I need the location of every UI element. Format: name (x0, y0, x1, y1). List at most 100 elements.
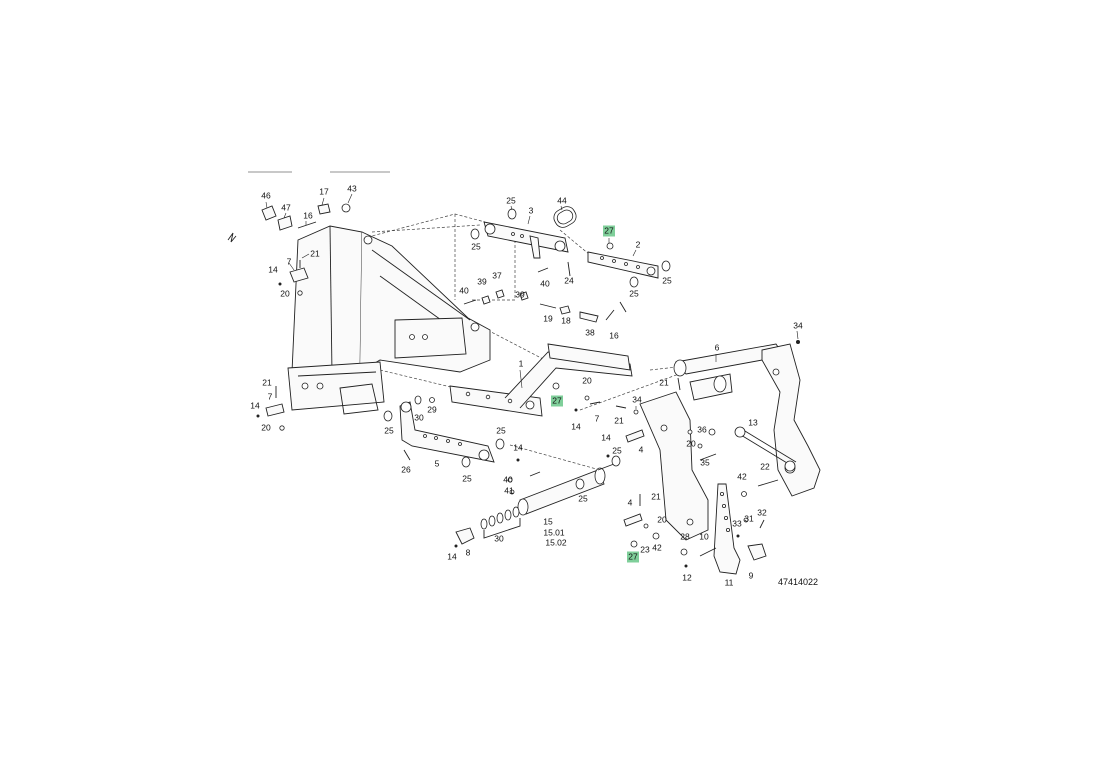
bracket-9 (747, 543, 767, 561)
callout-20: 20 (280, 288, 290, 298)
callout-43: 43 (347, 183, 357, 193)
callout-25: 25 (462, 473, 472, 483)
callout-4: 4 (628, 497, 633, 507)
callout-11: 11 (725, 577, 734, 587)
callout-25: 25 (612, 445, 622, 455)
callout-34: 34 (632, 394, 642, 404)
document-number: 47414022 (778, 577, 819, 587)
callout-25: 25 (578, 493, 588, 503)
callout-14: 14 (268, 264, 278, 274)
callout-28: 28 (680, 531, 690, 541)
view-marker-icon (227, 232, 237, 243)
callout-46: 46 (261, 190, 271, 200)
callout-21: 21 (659, 377, 669, 387)
callout-39: 39 (515, 289, 525, 299)
callout-21: 21 (614, 415, 624, 425)
callout-14: 14 (250, 400, 260, 410)
callout-44: 44 (557, 195, 567, 205)
leader-lines (265, 193, 799, 409)
callout-25: 25 (496, 425, 506, 435)
callout-16: 16 (303, 210, 313, 220)
callout-31: 31 (744, 513, 754, 523)
callout-2: 2 (636, 239, 641, 249)
mast-frame (287, 225, 491, 415)
carriage-frame-6 (639, 343, 821, 541)
callout-39: 39 (477, 276, 487, 286)
callout-21: 21 (651, 491, 661, 501)
callout-25: 25 (662, 275, 672, 285)
callout-42: 42 (737, 471, 747, 481)
callout-3: 3 (529, 205, 534, 215)
callout-8: 8 (466, 547, 471, 557)
callout-20: 20 (261, 422, 271, 432)
callout-36: 36 (697, 424, 707, 434)
strap-5 (399, 401, 495, 463)
callout-30: 30 (494, 533, 504, 543)
link-arm-3 (483, 221, 569, 259)
callout-21: 21 (310, 248, 320, 258)
callout-19: 19 (543, 313, 553, 323)
callout-40: 40 (540, 278, 550, 288)
callout-17: 17 (319, 186, 329, 196)
callout-23: 23 (640, 544, 650, 554)
callout-40: 40 (459, 285, 469, 295)
strap-2 (587, 251, 659, 279)
callout-7: 7 (595, 413, 600, 423)
callout-9: 9 (749, 570, 754, 580)
callout-7: 7 (268, 391, 273, 401)
callout-12: 12 (682, 572, 692, 582)
callout-38: 38 (585, 327, 595, 337)
callout-26: 26 (401, 464, 411, 474)
callout-16: 16 (609, 330, 619, 340)
callout-5: 5 (435, 458, 440, 468)
callout-20: 20 (582, 375, 592, 385)
callout-32: 32 (757, 507, 767, 517)
callout-30: 30 (414, 412, 424, 422)
hydraulic-cylinder-15 (517, 463, 615, 516)
callout-15.01: 15.01 (543, 527, 565, 537)
callout-25: 25 (629, 288, 639, 298)
callout-14: 14 (513, 442, 523, 452)
callout-14: 14 (571, 421, 581, 431)
callout-14: 14 (447, 551, 457, 561)
callout-25: 25 (471, 241, 481, 251)
callout-37: 37 (492, 270, 502, 280)
callout-20: 20 (686, 438, 696, 448)
callout-29: 29 (427, 404, 437, 414)
callout-18: 18 (561, 315, 571, 325)
callout-13: 13 (748, 417, 758, 427)
callout-22: 22 (760, 461, 770, 471)
callout-41: 41 (504, 485, 514, 495)
callout-25: 25 (384, 425, 394, 435)
callout-4: 4 (639, 444, 644, 454)
callout-15.02: 15.02 (545, 537, 567, 547)
hose-assembly-13 (734, 426, 797, 472)
callout-24: 24 (564, 275, 574, 285)
callout-34: 34 (793, 320, 803, 330)
callout-21: 21 (262, 377, 272, 387)
callout-27[interactable]: 27 (604, 225, 614, 235)
callout-highlight-27 (603, 225, 615, 237)
callout-27[interactable]: 27 (628, 551, 638, 561)
callout-10: 10 (699, 531, 709, 541)
callout-7: 7 (287, 256, 292, 266)
callout-14: 14 (601, 432, 611, 442)
callout-42: 42 (652, 542, 662, 552)
seal-kit-30 (480, 506, 521, 539)
callout-25: 25 (506, 195, 516, 205)
lower-arm-1 (449, 343, 633, 417)
callout-40: 40 (503, 474, 513, 484)
latch-plate-11 (713, 483, 741, 575)
callout-33: 33 (732, 518, 742, 528)
hardware (256, 203, 800, 568)
clip-8 (455, 527, 475, 545)
callout-1: 1 (519, 358, 524, 368)
callout-15: 15 (543, 516, 553, 526)
callout-47: 47 (281, 202, 291, 212)
callout-highlight-27 (551, 395, 563, 407)
callout-35: 35 (700, 457, 710, 467)
callout-highlight-27 (627, 551, 639, 563)
callout-6: 6 (715, 342, 720, 352)
callout-27[interactable]: 27 (552, 395, 562, 405)
